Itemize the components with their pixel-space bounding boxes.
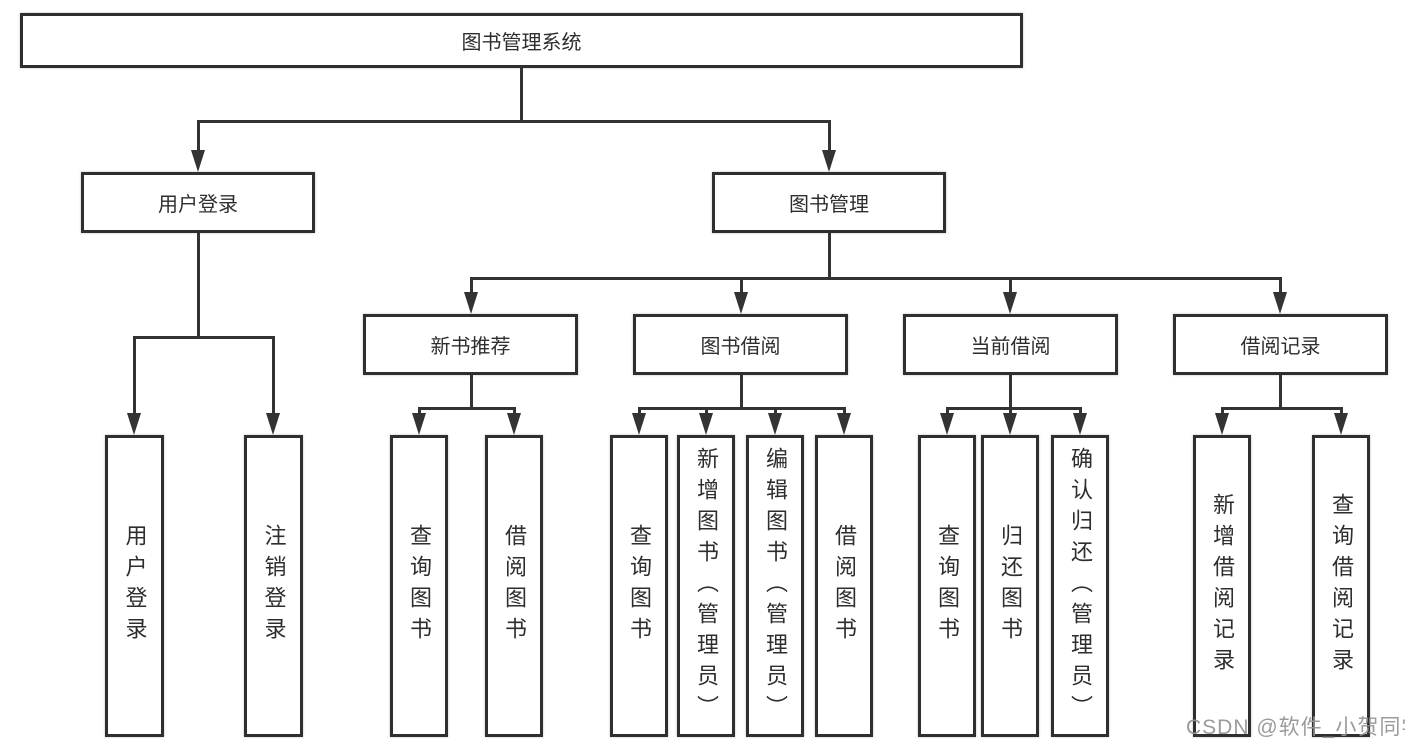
- connector-line: [828, 120, 831, 154]
- connector-line: [1221, 407, 1224, 417]
- leaf-label: 查询借阅记录: [1329, 493, 1354, 679]
- connector-line: [197, 120, 831, 123]
- connector-line: [1279, 375, 1282, 407]
- node-leaf-query-books-2: 查询图书: [610, 435, 668, 737]
- leaf-label: 编辑图书（管理员）: [763, 446, 788, 726]
- connector-line: [638, 407, 641, 417]
- connector-line: [513, 407, 516, 417]
- connector-line: [418, 407, 516, 410]
- arrow-down-icon: [1273, 292, 1287, 314]
- connector-line: [946, 407, 949, 417]
- arrow-down-icon: [632, 413, 646, 435]
- arrow-down-icon: [1003, 413, 1017, 435]
- arrow-down-icon: [507, 413, 521, 435]
- arrow-down-icon: [1334, 413, 1348, 435]
- connector-line: [470, 277, 473, 294]
- leaf-label: 注销登录: [261, 524, 287, 648]
- node-root-label: 图书管理系统: [461, 32, 582, 54]
- leaf-label: 新增图书（管理员）: [694, 446, 719, 726]
- node-new-books: 新书推荐: [363, 314, 578, 375]
- connector-line: [418, 407, 421, 417]
- leaf-label: 用户登录: [122, 524, 148, 648]
- node-leaf-query-books-1: 查询图书: [390, 435, 448, 737]
- arrow-down-icon: [837, 413, 851, 435]
- connector-line: [638, 407, 846, 410]
- arrow-down-icon: [734, 292, 748, 314]
- node-book-borrow: 图书借阅: [633, 314, 848, 375]
- connector-line: [1009, 407, 1012, 417]
- node-user-login-label: 用户登录: [158, 194, 238, 216]
- leaf-label: 借阅图书: [832, 524, 857, 648]
- connector-line: [774, 407, 777, 417]
- watermark: CSDN @软件_小贺同学: [1186, 716, 1405, 739]
- leaf-label: 查询图书: [407, 524, 432, 648]
- node-book-borrow-label: 图书借阅: [700, 336, 781, 358]
- node-leaf-return-books: 归还图书: [981, 435, 1039, 737]
- leaf-label: 新增借阅记录: [1210, 493, 1235, 679]
- node-leaf-add-borrow-record: 新增借阅记录: [1193, 435, 1251, 737]
- connector-line: [1279, 277, 1282, 294]
- arrow-down-icon: [699, 413, 713, 435]
- node-book-mgmt-label: 图书管理: [789, 194, 869, 216]
- node-leaf-logout: 注销登录: [244, 435, 303, 737]
- node-borrow-records-label: 借阅记录: [1240, 336, 1321, 358]
- connector-line: [1221, 407, 1343, 410]
- connector-line: [1009, 277, 1012, 294]
- connector-line: [828, 233, 831, 277]
- node-current-borrow-label: 当前借阅: [970, 336, 1051, 358]
- leaf-label: 查询图书: [935, 524, 960, 648]
- connector-line: [1079, 407, 1082, 417]
- arrow-down-icon: [1215, 413, 1229, 435]
- connector-line: [740, 375, 743, 407]
- arrow-down-icon: [768, 413, 782, 435]
- node-new-books-label: 新书推荐: [430, 336, 511, 358]
- connector-line: [946, 407, 1082, 410]
- arrow-down-icon: [127, 413, 141, 435]
- node-book-mgmt: 图书管理: [712, 172, 946, 233]
- connector-line: [133, 336, 136, 415]
- leaf-label: 借阅图书: [502, 524, 527, 648]
- node-leaf-query-books-3: 查询图书: [918, 435, 976, 737]
- arrow-down-icon: [1073, 413, 1087, 435]
- node-leaf-edit-books-admin: 编辑图书（管理员）: [746, 435, 804, 737]
- arrow-down-icon: [191, 150, 205, 172]
- node-root: 图书管理系统: [20, 13, 1023, 68]
- arrow-down-icon: [1003, 292, 1017, 314]
- arrow-down-icon: [822, 150, 836, 172]
- connector-line: [843, 407, 846, 417]
- connector-line: [470, 277, 1282, 280]
- node-current-borrow: 当前借阅: [903, 314, 1118, 375]
- arrow-down-icon: [266, 413, 280, 435]
- connector-line: [133, 336, 275, 339]
- node-leaf-borrow-books-1: 借阅图书: [485, 435, 543, 737]
- node-leaf-borrow-books-2: 借阅图书: [815, 435, 873, 737]
- arrow-down-icon: [464, 292, 478, 314]
- connector-line: [705, 407, 708, 417]
- connector-line: [740, 277, 743, 294]
- node-leaf-confirm-return-admin: 确认归还（管理员）: [1051, 435, 1109, 737]
- leaf-label: 归还图书: [998, 524, 1023, 648]
- arrow-down-icon: [940, 413, 954, 435]
- node-borrow-records: 借阅记录: [1173, 314, 1388, 375]
- node-leaf-user-login: 用户登录: [105, 435, 164, 737]
- node-leaf-query-borrow-record: 查询借阅记录: [1312, 435, 1370, 737]
- connector-line: [520, 68, 523, 120]
- arrow-down-icon: [412, 413, 426, 435]
- connector-line: [470, 375, 473, 407]
- leaf-label: 查询图书: [627, 524, 652, 648]
- connector-line: [272, 336, 275, 415]
- node-user-login: 用户登录: [81, 172, 315, 233]
- leaf-label: 确认归还（管理员）: [1068, 446, 1093, 726]
- node-leaf-add-books-admin: 新增图书（管理员）: [677, 435, 735, 737]
- connector-line: [197, 120, 200, 154]
- connector-line: [1009, 375, 1012, 407]
- connector-line: [197, 233, 200, 336]
- connector-line: [1340, 407, 1343, 417]
